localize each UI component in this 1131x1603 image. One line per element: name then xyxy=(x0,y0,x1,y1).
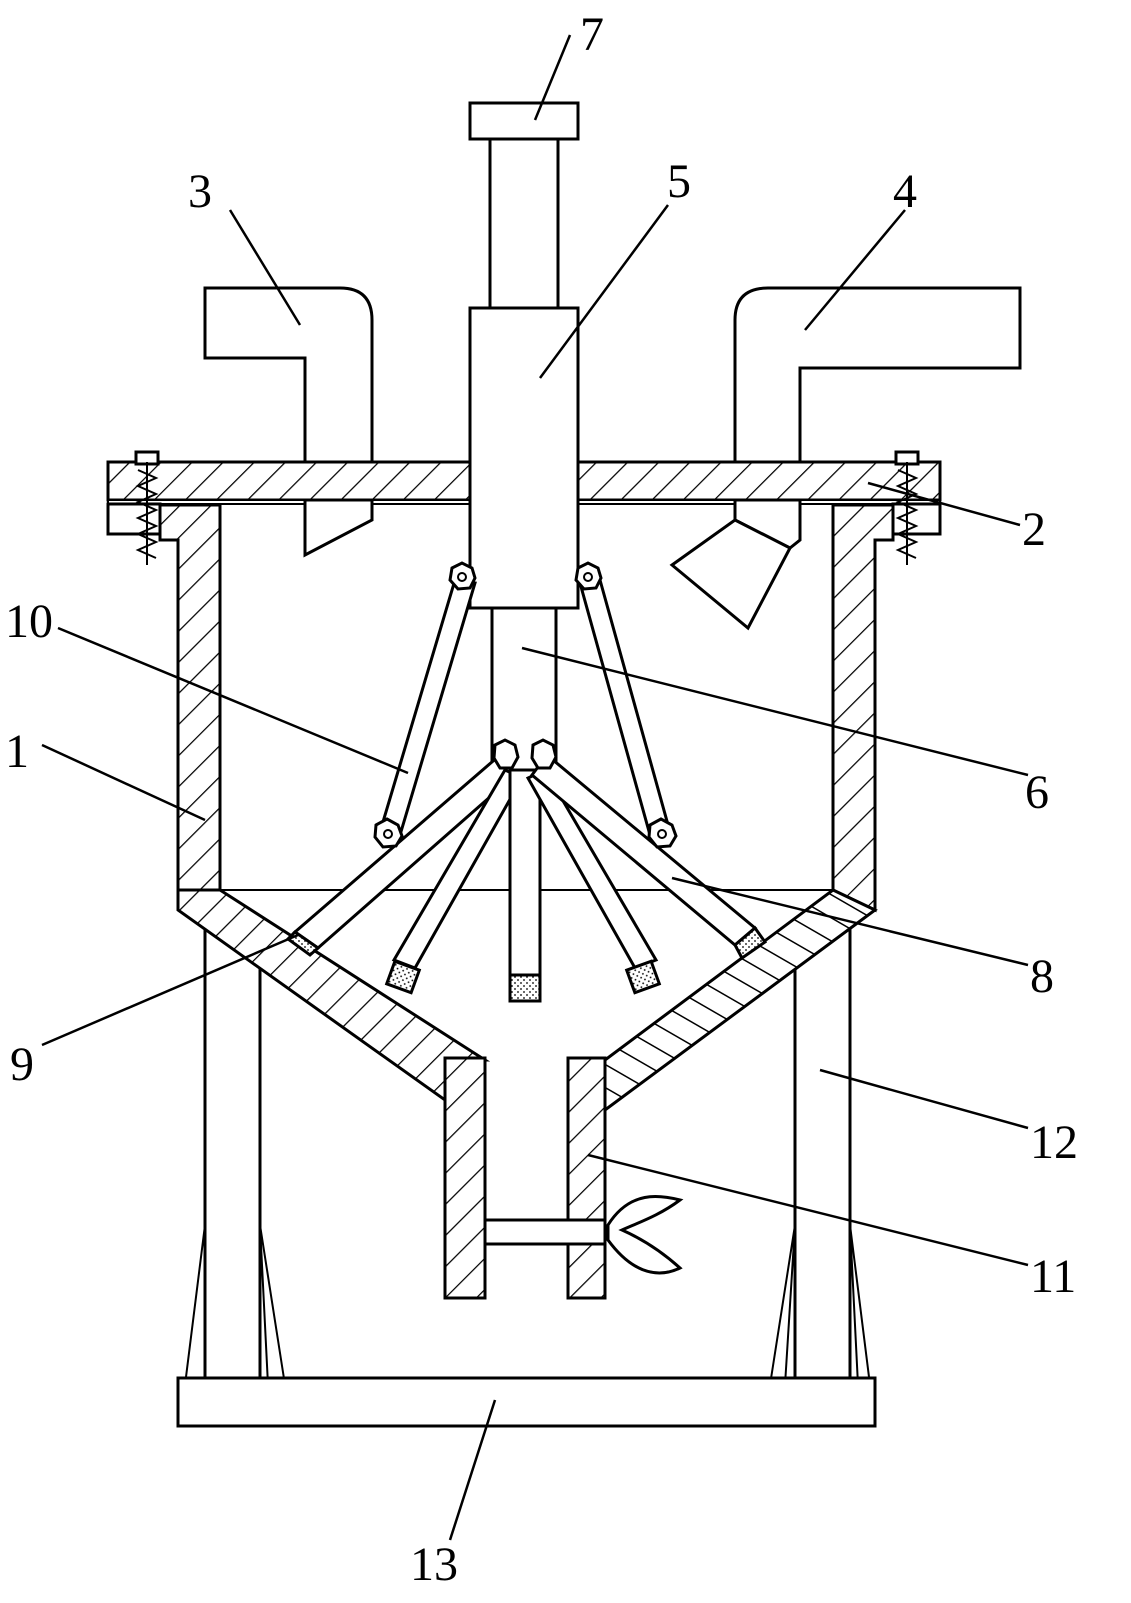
label-4: 4 xyxy=(893,165,917,218)
bolt-left xyxy=(134,450,160,565)
label-3: 3 xyxy=(188,165,212,218)
support-legs xyxy=(184,928,871,1387)
inlet-pipe-left xyxy=(203,286,374,558)
label-1: 1 xyxy=(5,725,29,778)
label-5: 5 xyxy=(667,155,691,208)
inlet-pipe-right xyxy=(669,286,1022,631)
bolt-right xyxy=(894,450,920,565)
part-labels: 7 5 3 4 2 10 1 6 8 9 12 11 13 xyxy=(5,8,1078,1591)
label-12: 12 xyxy=(1030,1116,1078,1169)
label-9: 9 xyxy=(10,1038,34,1091)
leader-lines xyxy=(41,34,1029,1541)
stirring-blades xyxy=(285,738,768,1003)
label-11: 11 xyxy=(1030,1250,1076,1303)
label-7: 7 xyxy=(580,8,604,61)
tank-body xyxy=(158,503,895,1113)
label-13: 13 xyxy=(410,1538,458,1591)
discharge-pipe xyxy=(443,1056,684,1300)
label-6: 6 xyxy=(1025,766,1049,819)
label-10: 10 xyxy=(5,595,53,648)
base-plate xyxy=(176,1376,877,1428)
label-2: 2 xyxy=(1022,503,1046,556)
label-8: 8 xyxy=(1030,950,1054,1003)
motor-assembly xyxy=(468,101,580,792)
